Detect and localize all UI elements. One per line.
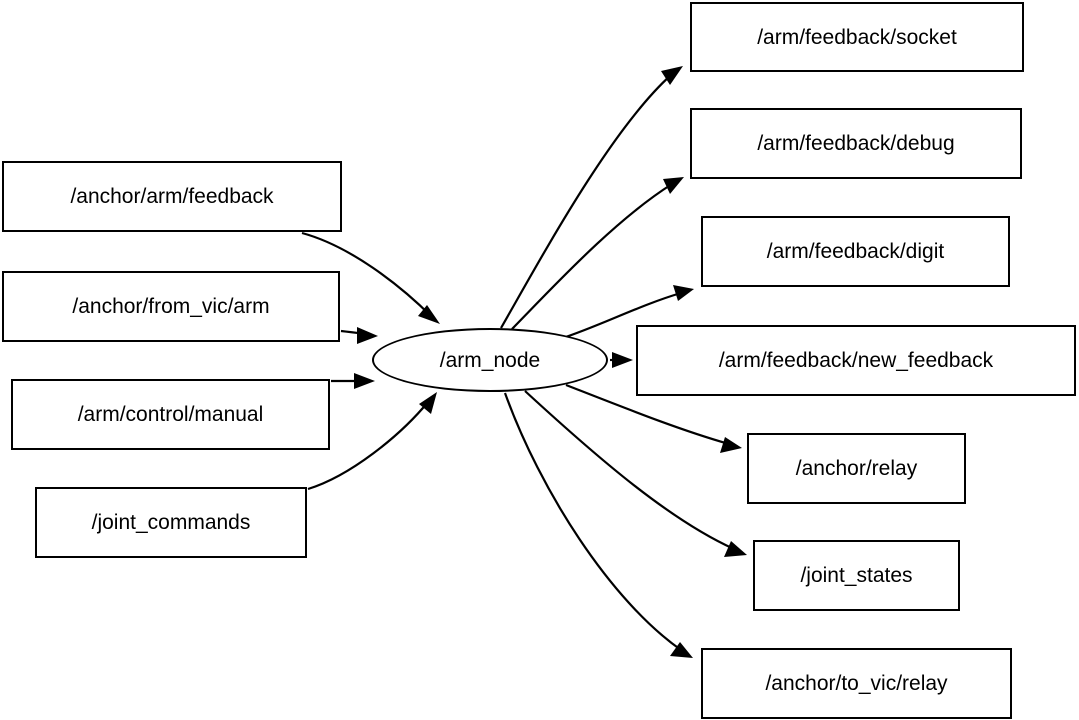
arrowhead-icon bbox=[661, 66, 683, 85]
node-label: /arm/feedback/digit bbox=[766, 240, 945, 263]
node-label: /anchor/from_vic/arm bbox=[72, 295, 270, 318]
node-label: /joint_states bbox=[800, 564, 913, 587]
edge-line bbox=[503, 392, 682, 651]
edge-in-1 bbox=[340, 327, 378, 344]
topic-node-arm-feedback-digit[interactable]: /arm/feedback/digit bbox=[701, 216, 1010, 287]
edge-out-3 bbox=[610, 352, 633, 368]
topic-node-anchor-relay[interactable]: /anchor/relay bbox=[747, 433, 966, 504]
arrowhead-icon bbox=[663, 177, 684, 194]
node-label: /arm/feedback/new_feedback bbox=[718, 349, 994, 372]
edge-in-2 bbox=[331, 373, 375, 389]
node-label: /joint_commands bbox=[91, 511, 251, 534]
node-label: /arm/control/manual bbox=[77, 403, 264, 426]
topic-node-joint-commands[interactable]: /joint_commands bbox=[35, 487, 307, 558]
arrowhead-icon bbox=[724, 541, 747, 557]
arrowhead-icon bbox=[354, 373, 375, 389]
arrowhead-icon bbox=[612, 352, 633, 368]
arrowhead-icon bbox=[720, 437, 742, 453]
edge-line bbox=[500, 74, 672, 329]
node-label: /anchor/arm/feedback bbox=[70, 185, 274, 208]
arrowhead-icon bbox=[673, 285, 694, 301]
edge-line bbox=[511, 183, 673, 330]
arrowhead-icon bbox=[419, 392, 437, 414]
arrowhead-icon bbox=[670, 642, 693, 658]
topic-node-joint-states[interactable]: /joint_states bbox=[753, 540, 960, 611]
edge-line bbox=[340, 329, 367, 336]
topic-node-arm-feedback-new-feedback[interactable]: /arm/feedback/new_feedback bbox=[636, 325, 1076, 396]
topic-node-arm-control-manual[interactable]: /arm/control/manual bbox=[11, 379, 330, 450]
arrowhead-icon bbox=[357, 327, 378, 344]
edge-out-0 bbox=[500, 66, 683, 329]
node-arm-node[interactable]: /arm_node bbox=[372, 328, 608, 392]
edge-out-1 bbox=[511, 177, 684, 330]
node-label: /anchor/relay bbox=[795, 457, 918, 480]
edge-out-5 bbox=[524, 390, 747, 557]
arrowhead-icon bbox=[418, 305, 440, 324]
topic-node-arm-feedback-debug[interactable]: /arm/feedback/debug bbox=[690, 108, 1022, 179]
topic-node-anchor-arm-feedback[interactable]: /anchor/arm/feedback bbox=[2, 161, 342, 232]
topic-node-arm-feedback-socket[interactable]: /arm/feedback/socket bbox=[690, 2, 1024, 72]
topic-node-anchor-from-vic-arm[interactable]: /anchor/from_vic/arm bbox=[2, 271, 340, 342]
node-label: /arm/feedback/debug bbox=[757, 132, 955, 155]
edge-out-6 bbox=[503, 392, 693, 658]
node-label: /arm/feedback/socket bbox=[757, 25, 957, 49]
node-label: /anchor/to_vic/relay bbox=[765, 672, 948, 695]
edge-line bbox=[524, 390, 735, 551]
topic-node-anchor-to-vic-relay[interactable]: /anchor/to_vic/relay bbox=[701, 648, 1012, 719]
node-label: /arm_node bbox=[439, 348, 541, 372]
